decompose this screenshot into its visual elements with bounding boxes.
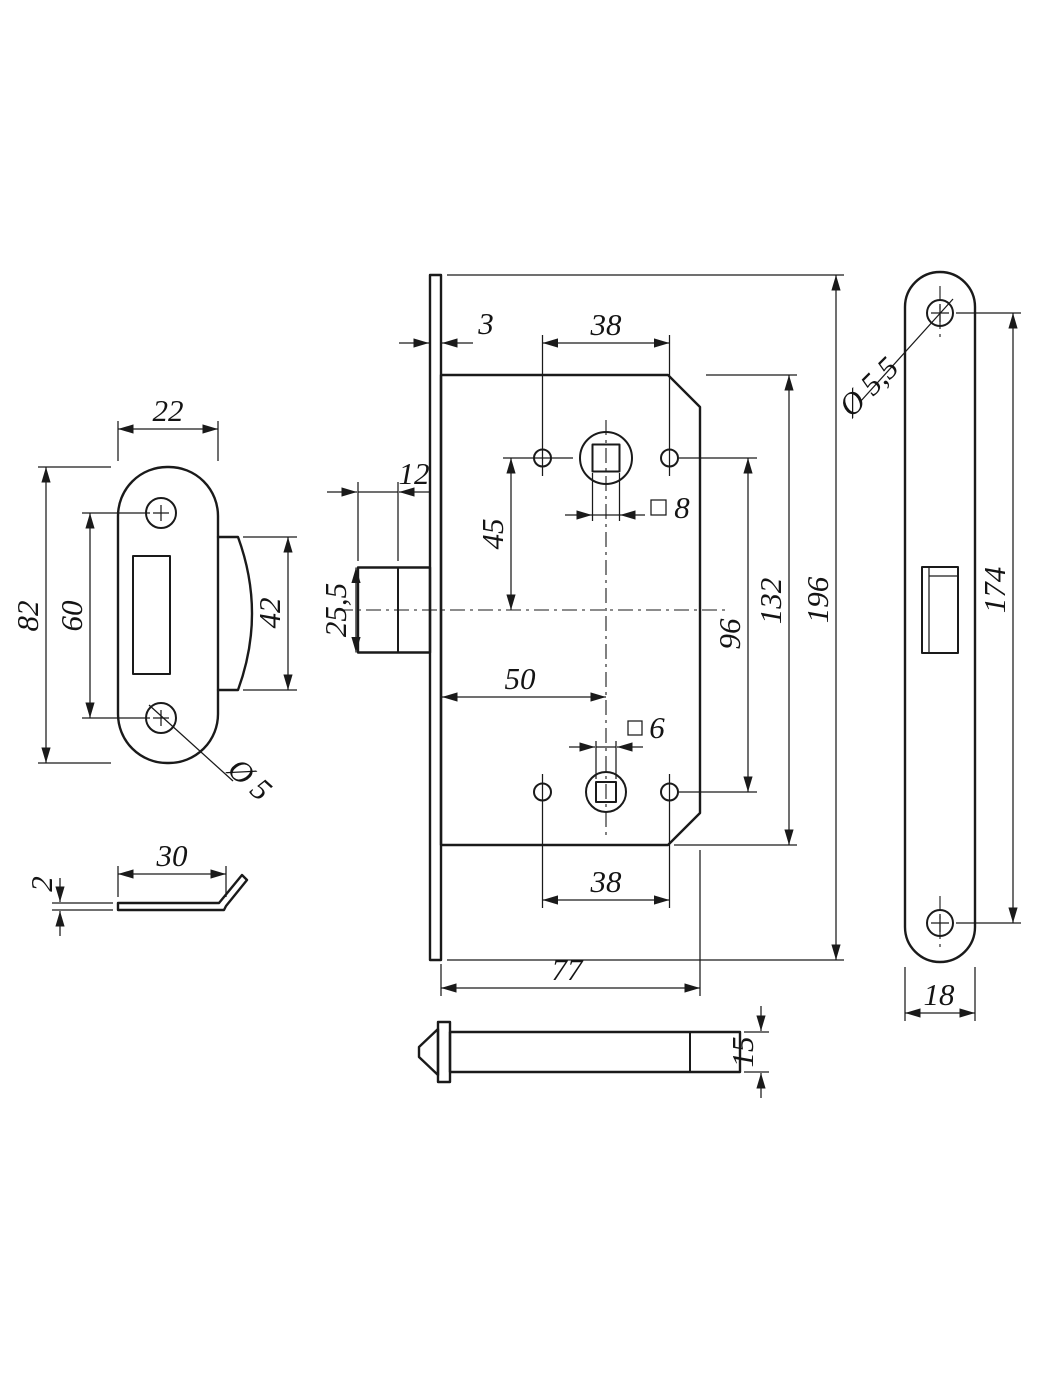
spindle-follower-hole (579, 431, 633, 485)
dim-faceplate-thickness: 3 (477, 306, 494, 341)
dim-faceplate-length: 196 (800, 576, 835, 623)
dim-spindle-to-latch: 45 (475, 519, 510, 550)
spindle-square-hole (591, 443, 621, 473)
wc-square-hole (595, 781, 617, 803)
dim-latch-height: 25,5 (318, 583, 353, 637)
strike-plate-cutout (132, 555, 171, 675)
dim-strike-tab-height: 42 (252, 598, 287, 629)
dim-strike-hole-spacing: 60 (54, 600, 89, 632)
faceplate-outline (903, 270, 977, 964)
strike-plate-tab (216, 535, 254, 692)
dim-strike-hole-dia: Ø 5 (221, 750, 279, 807)
faceplate-edge (428, 273, 443, 962)
strike-side-outline (116, 873, 249, 912)
square-symbol-icon (627, 720, 643, 736)
dim-bottom-hole-spacing: 38 (590, 864, 623, 899)
lock-case-outline (439, 373, 702, 847)
dim-faceplate-hole-spacing: 174 (977, 567, 1012, 614)
dim-top-hole-spacing: 38 (590, 307, 623, 342)
lock-body-view: 3 38 12 45 25,5 8 50 (318, 273, 844, 996)
latch-side-view: 15 (417, 1006, 769, 1098)
dim-spindle-square: 8 (674, 490, 690, 525)
dim-strike-width: 22 (153, 393, 184, 428)
strike-plate-side-view: 30 2 (24, 838, 249, 936)
leader-line (148, 704, 234, 782)
dim-latch-bevel: 12 (399, 456, 430, 491)
latch-tip (417, 1027, 440, 1077)
dim-hole-rows-spacing: 96 (712, 618, 747, 650)
square-symbol-icon (650, 499, 667, 516)
dim-faceplate-width: 18 (924, 977, 956, 1012)
dim-backset: 50 (505, 661, 537, 696)
dim-faceplate-hole-dia: Ø 5,5 (831, 350, 905, 424)
dim-wc-square: 6 (649, 710, 665, 745)
dim-latch-side-height: 15 (725, 1037, 760, 1068)
dim-strike-side-width: 30 (156, 838, 189, 873)
strike-plate-view: 22 82 60 42 Ø 5 (10, 393, 297, 807)
faceplate-view: Ø 5,5 174 18 (831, 270, 1021, 1021)
dim-body-height: 132 (753, 578, 788, 625)
strike-plate-outline (116, 465, 220, 765)
dim-strike-side-thickness: 2 (24, 876, 59, 892)
faceplate-latch-opening (921, 566, 959, 654)
latch-bar (448, 1030, 742, 1074)
faceplate-section (436, 1020, 452, 1084)
leader-line (859, 298, 954, 403)
dim-strike-height: 82 (10, 601, 45, 632)
dim-body-width: 77 (552, 952, 585, 987)
wc-follower-hole (585, 771, 627, 813)
